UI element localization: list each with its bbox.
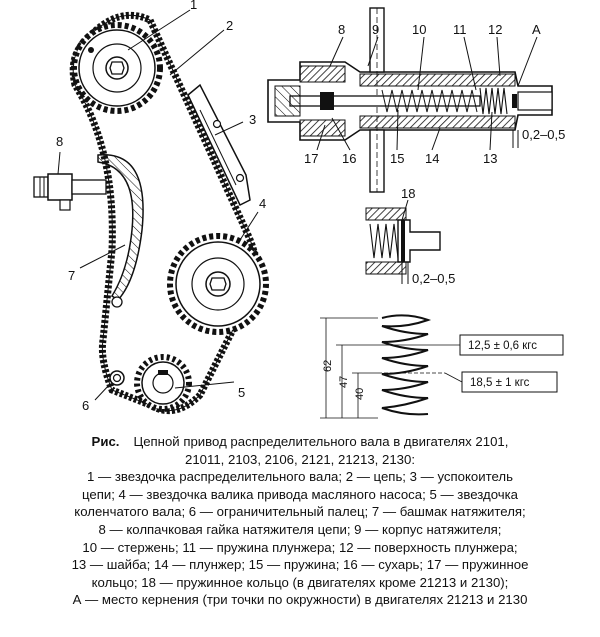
crankshaft-sprocket [134,354,192,412]
leader-lines-right [316,36,538,151]
caption-line: кольцо; 18 — пружинное кольцо (в двигате… [91,574,509,590]
label-d12: 12 [488,22,502,37]
detail-ring-18 [365,199,441,284]
chain [69,11,260,415]
tensioner-section [267,7,553,193]
label-d9: 9 [372,22,379,37]
figure-caption: Рис. Цепной привод распределительного вал… [10,433,590,609]
label-d8: 8 [338,22,345,37]
caption-line: коленчатого вала; 6 — ограничительный па… [74,504,526,520]
label-5: 5 [238,385,245,400]
caption-line: 1 — звездочка распределительного вала; 2… [87,469,513,485]
label-d16: 16 [342,151,356,166]
limit-pin [109,370,125,386]
caption-body: 1 — звездочка распределительного вала; 2… [10,468,590,609]
label-gap1: 0,2–0,5 [522,127,565,142]
tensioner-shoe [97,154,144,308]
chain-damper [187,83,251,207]
label-1: 1 [190,0,197,12]
caption-title-line2: 21011, 2103, 2106, 2121, 21213, 2130: [184,451,415,467]
caption-line: А — место кернения (три точки по окружно… [72,592,528,608]
label-8: 8 [56,134,63,149]
caption-title-line1: Цепной привод распределительного вала в … [133,434,509,449]
dim-62: 62 [322,360,334,372]
label-4: 4 [259,196,266,211]
label-d13: 13 [483,151,497,166]
force-label-2: 18,5 ± 1 кгс [470,377,530,389]
leader-lines-left [57,9,259,401]
dim-47: 47 [338,376,350,388]
caption-line: 10 — стержень; 11 — пружина плунжера; 12… [82,539,518,555]
label-d10: 10 [412,22,426,37]
dim-40: 40 [354,388,366,400]
caption-line: 8 — колпачковая гайка натяжителя цепи; 9… [98,521,502,537]
chain-tensioner-left [33,173,107,211]
label-d18: 18 [401,186,415,201]
oil-pump-sprocket [167,233,269,335]
caption-line: 13 — шайба; 14 — плунжер; 15 — пружина; … [71,557,529,573]
label-d17: 17 [304,151,318,166]
label-gap2: 0,2–0,5 [412,271,455,286]
camshaft-sprocket [71,22,163,114]
label-d14: 14 [425,151,439,166]
label-2: 2 [226,18,233,33]
force-label-1: 12,5 ± 0,6 кгс [468,340,537,352]
label-d15: 15 [390,151,404,166]
caption-title: Рис. Цепной привод распределительного вал… [10,433,590,451]
spring-diagram [320,314,564,419]
label-d11: 11 [453,22,467,37]
label-7: 7 [68,268,75,283]
label-3: 3 [249,112,256,127]
label-dA: A [532,22,541,37]
caption-ris: Рис. [91,434,120,449]
caption-line: цепи; 4 — звездочка валика привода масля… [81,486,519,502]
label-6: 6 [82,398,89,413]
timing-drive-figure: 1 2 3 4 5 6 7 8 [33,0,565,419]
